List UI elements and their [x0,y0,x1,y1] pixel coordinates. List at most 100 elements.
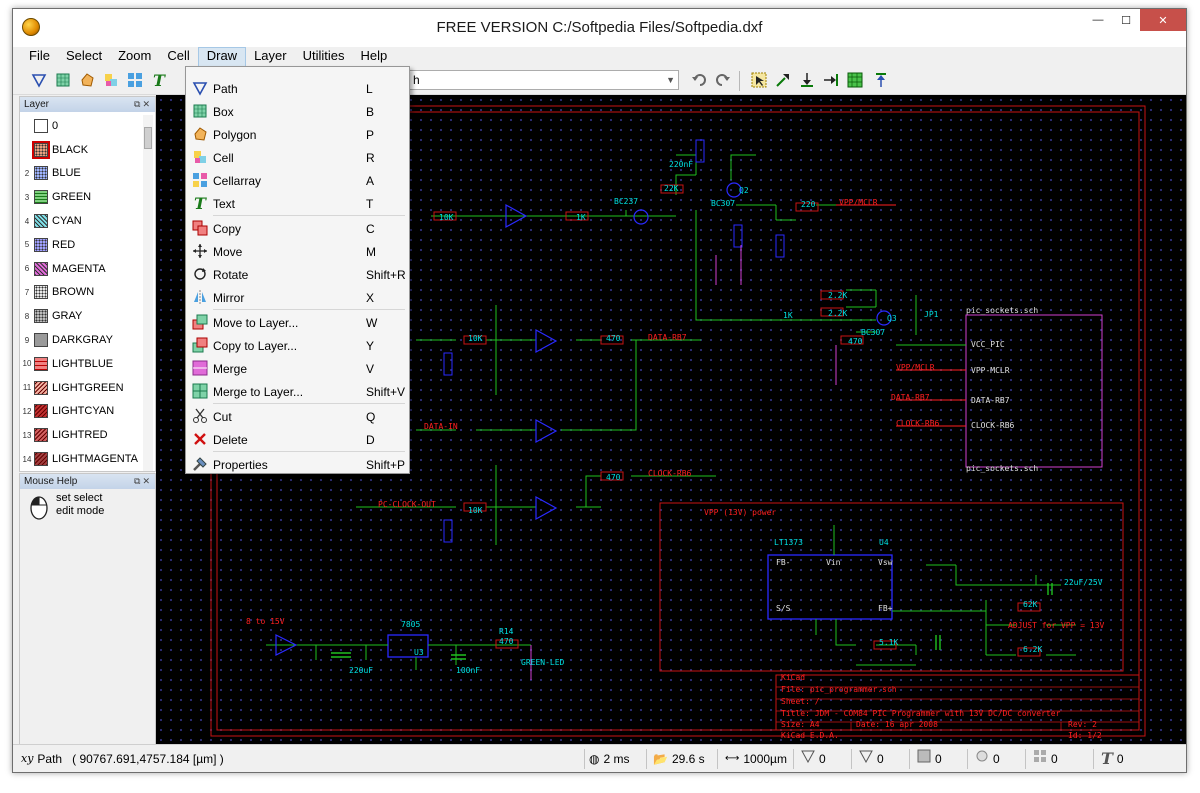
schematic-label: Sheet: / [781,697,820,706]
layer-swatch-icon[interactable] [34,333,48,348]
layer-name: BLACK [52,143,89,156]
layer-swatch-icon[interactable] [34,380,48,395]
redo-icon[interactable] [713,70,733,90]
schematic-label: VPP/MCLR [896,363,935,372]
maximize-button[interactable]: ☐ [1121,14,1131,27]
layer-swatch-icon[interactable] [34,118,48,133]
layer-swatch-icon[interactable] [34,261,48,276]
schematic-label: 7805 [401,620,420,629]
schematic-label: S/S [776,604,791,613]
layer-swatch-icon[interactable] [34,309,48,324]
toolbar-combo[interactable]: h ▼ [409,70,679,90]
layer-swatch-icon[interactable] [34,237,48,252]
mouse-help-panel: Mouse Help ⧉✕ set select edit mode [19,473,156,745]
select-icon[interactable] [773,70,793,90]
path-tool-icon[interactable] [29,70,49,90]
draw-menu-label: Path [213,81,238,96]
cut-icon [192,408,208,424]
snap-right-icon[interactable] [821,70,841,90]
panel-controls-icon[interactable]: ⧉✕ [134,476,152,486]
draw-menu-label: Move [213,244,243,259]
layer-swatch-icon[interactable] [34,166,48,181]
title-bar[interactable]: FREE VERSION C:/Softpedia Files/Softpedi… [13,9,1186,47]
menu-draw[interactable]: Draw [197,47,247,67]
layer-swatch-icon[interactable] [34,356,48,371]
move-to-layer-icon [192,314,208,330]
menu-file[interactable]: File [29,48,50,63]
menu-cell[interactable]: Cell [167,48,190,63]
layer-swatch-icon[interactable] [34,285,48,300]
layer-swatch-icon[interactable] [34,190,48,205]
snap-down-icon[interactable] [797,70,817,90]
draw-menu-item-copy-to-layer[interactable]: Copy to Layer...Y [186,334,409,357]
close-button[interactable]: ✕ [1140,9,1186,31]
draw-menu-item-move-to-layer[interactable]: Move to Layer...W [186,311,409,334]
layer-swatch-icon[interactable] [34,452,48,467]
layer-scrollbar[interactable] [143,115,153,471]
schematic-label: 22K [664,184,679,193]
window-controls: — ☐ ✕ [1084,9,1186,31]
text-tool-icon[interactable]: T [149,70,169,90]
menu-utilities[interactable]: Utilities [302,48,345,63]
menu-select[interactable]: Select [65,48,103,63]
cell-icon [192,149,208,165]
select-area-icon[interactable] [749,70,769,90]
chevron-down-icon: ▼ [666,75,675,85]
draw-menu-shortcut: W [366,315,378,330]
layer-scrollbar-thumb[interactable] [144,127,152,149]
schematic-label: Q2 [739,186,749,195]
minimize-button[interactable]: — [1092,14,1104,26]
draw-menu-item-merge-to-layer[interactable]: Merge to Layer...Shift+V [186,380,409,403]
snap-up-icon[interactable] [871,70,891,90]
schematic-label: 470 [606,473,621,482]
box-tool-icon[interactable] [53,70,73,90]
layer-number: 2 [24,168,30,178]
menu-zoom[interactable]: Zoom [118,48,152,63]
polygon-tool-icon[interactable] [77,70,97,90]
layer-name: RED [52,238,76,251]
menu-layer[interactable]: Layer [254,48,287,63]
undo-icon[interactable] [689,70,709,90]
layer-swatch-icon[interactable] [32,140,50,159]
layer-item-0[interactable]: 0 [20,114,138,138]
layer-item-black[interactable]: BLACK [20,138,138,162]
layer-swatch-icon[interactable] [34,428,48,443]
schematic-label: PC-CLOCK-OUT [378,500,436,509]
cellarray-tool-icon[interactable] [125,70,145,90]
layer-swatch-icon[interactable] [34,404,48,419]
draw-menu-label: Delete [213,432,248,447]
schematic-label: 1K [783,311,793,320]
panel-controls-icon[interactable]: ⧉✕ [134,99,152,109]
menu-help[interactable]: Help [360,48,388,63]
layer-swatch-icon[interactable] [34,214,48,229]
cell-tool-icon[interactable] [101,70,121,90]
grid-toggle-icon[interactable] [845,70,865,90]
